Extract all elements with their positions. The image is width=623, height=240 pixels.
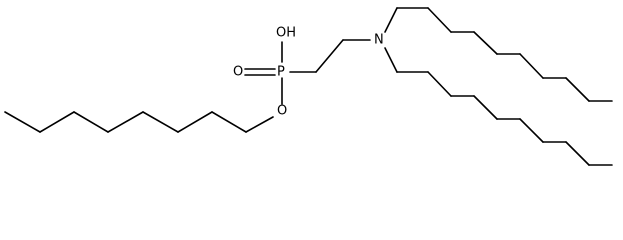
lower-n-octyl-chain [384,47,613,166]
bond [473,95,498,120]
ester-oxygen-label: O [277,104,287,119]
ethyl-linker [289,39,371,73]
bond [245,116,274,133]
hydroxyl-label: OH [276,26,296,41]
bond [519,53,544,79]
upper-n-octyl-chain [384,7,613,102]
bond [211,111,247,133]
bond [39,111,75,133]
double-bond-oxygen-label: O [233,65,243,80]
structural-formula: OH O P O N [4,7,613,166]
bond [384,47,398,73]
bond [565,77,590,102]
bond [565,141,590,166]
bond [107,111,144,133]
bond [427,71,452,97]
phosphorus-label: P [277,65,285,80]
bond [177,111,213,133]
nitrogen-label: N [374,33,384,48]
bond [73,111,109,133]
bond [427,7,452,33]
bond [4,111,41,133]
p-o-double-bond [244,68,276,76]
bond [473,31,498,55]
bond [519,118,544,143]
bond [315,39,344,73]
bond [384,7,398,33]
octyl-ester-chain [4,111,274,133]
bond [142,111,179,133]
